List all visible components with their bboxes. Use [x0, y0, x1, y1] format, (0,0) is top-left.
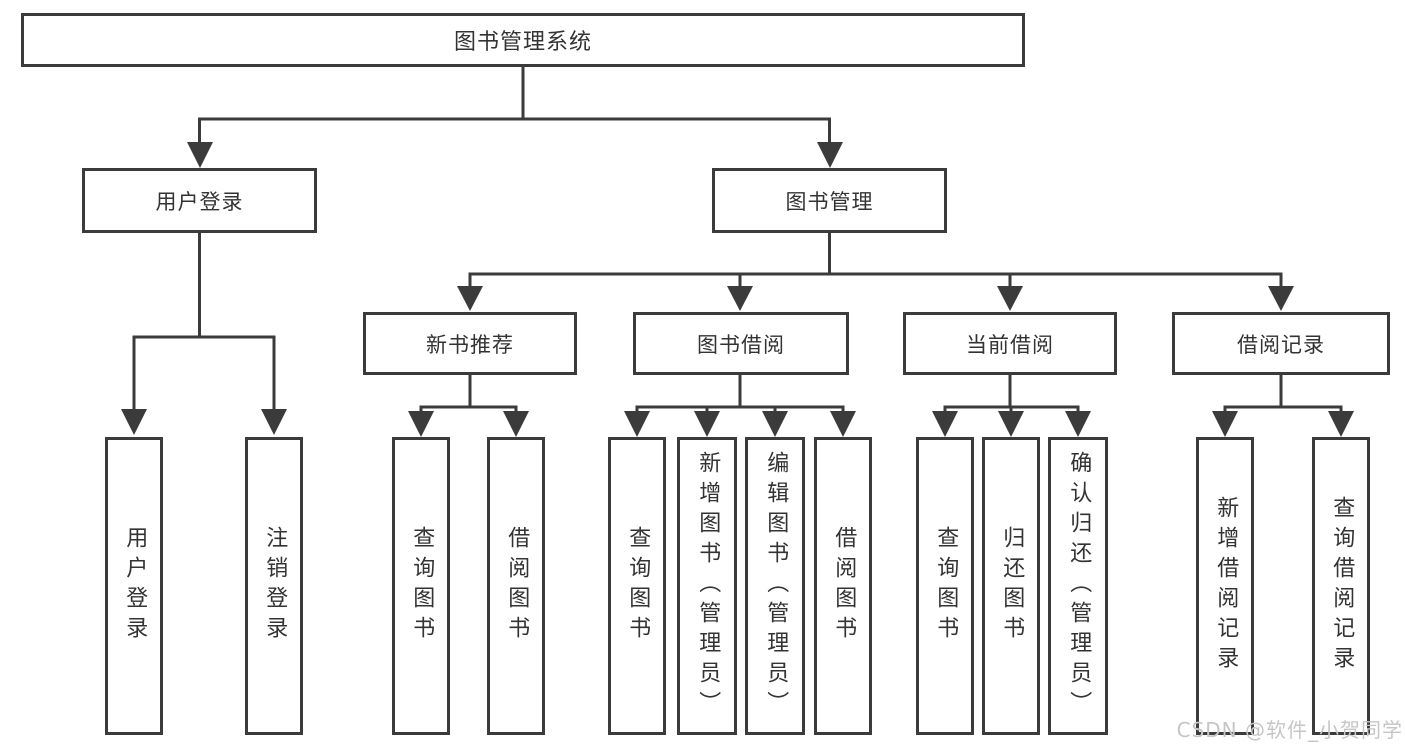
node-leaf-borrow-books-1: 借阅图书	[487, 437, 545, 735]
node-leaf-query-books-1: 查询图书	[392, 437, 450, 735]
connector-new-book-rec-children	[408, 375, 529, 437]
node-label: 图书管理系统	[453, 30, 592, 55]
node-leaf-logout: 注销登录	[245, 437, 303, 735]
csdn-watermark: CSDN @软件_小贺同学	[1176, 718, 1403, 742]
node-new-book-recommendation: 新书推荐	[363, 312, 577, 375]
connector-current-borrow-children	[932, 375, 1091, 437]
node-book-borrowing: 图书借阅	[633, 312, 849, 375]
node-label: 编辑图书（管理员）	[763, 451, 789, 721]
node-leaf-edit-books-admin: 编辑图书（管理员）	[745, 437, 805, 735]
node-label: 借阅图书	[831, 526, 857, 646]
connector-borrow-records-children	[1212, 375, 1354, 437]
node-label: 查询图书	[625, 526, 651, 646]
node-leaf-query-books-2: 查询图书	[608, 437, 666, 735]
connector-user-login-children	[121, 233, 287, 435]
node-label: 新增借阅记录	[1213, 496, 1239, 676]
node-label: 用户登录	[155, 189, 244, 214]
node-label: 查询借阅记录	[1329, 496, 1355, 676]
node-label: 查询图书	[409, 526, 435, 646]
node-label: 用户登录	[122, 526, 148, 646]
node-leaf-add-borrow-record: 新增借阅记录	[1196, 437, 1254, 735]
node-label: 借阅图书	[504, 526, 530, 646]
node-label: 注销登录	[262, 526, 288, 646]
node-leaf-user-login: 用户登录	[105, 437, 163, 735]
node-user-login: 用户登录	[82, 168, 317, 233]
node-book-management: 图书管理	[712, 168, 947, 233]
node-label: 归还图书	[999, 526, 1025, 646]
node-label: 图书管理	[785, 189, 874, 214]
node-label: 新增图书（管理员）	[695, 451, 721, 721]
node-leaf-borrow-books-2: 借阅图书	[814, 437, 872, 735]
node-label: 查询图书	[933, 526, 959, 646]
node-label: 借阅记录	[1237, 332, 1325, 357]
node-borrowing-records: 借阅记录	[1172, 312, 1390, 375]
node-label: 图书借阅	[697, 332, 785, 357]
node-leaf-confirm-return-admin: 确认归还（管理员）	[1048, 437, 1108, 735]
connector-book-management-groups	[457, 233, 1294, 311]
node-leaf-query-borrow-record: 查询借阅记录	[1312, 437, 1370, 735]
node-leaf-query-books-3: 查询图书	[916, 437, 974, 735]
node-leaf-add-books-admin: 新增图书（管理员）	[677, 437, 737, 735]
node-library-management-system: 图书管理系统	[21, 13, 1025, 67]
node-label: 确认归还（管理员）	[1066, 451, 1092, 721]
node-current-borrowing: 当前借阅	[903, 312, 1117, 375]
node-label: 新书推荐	[426, 332, 514, 357]
node-label: 当前借阅	[966, 332, 1054, 357]
connector-root-to-level1	[187, 67, 843, 168]
connector-book-borrow-children	[624, 375, 856, 437]
node-leaf-return-books: 归还图书	[982, 437, 1040, 735]
